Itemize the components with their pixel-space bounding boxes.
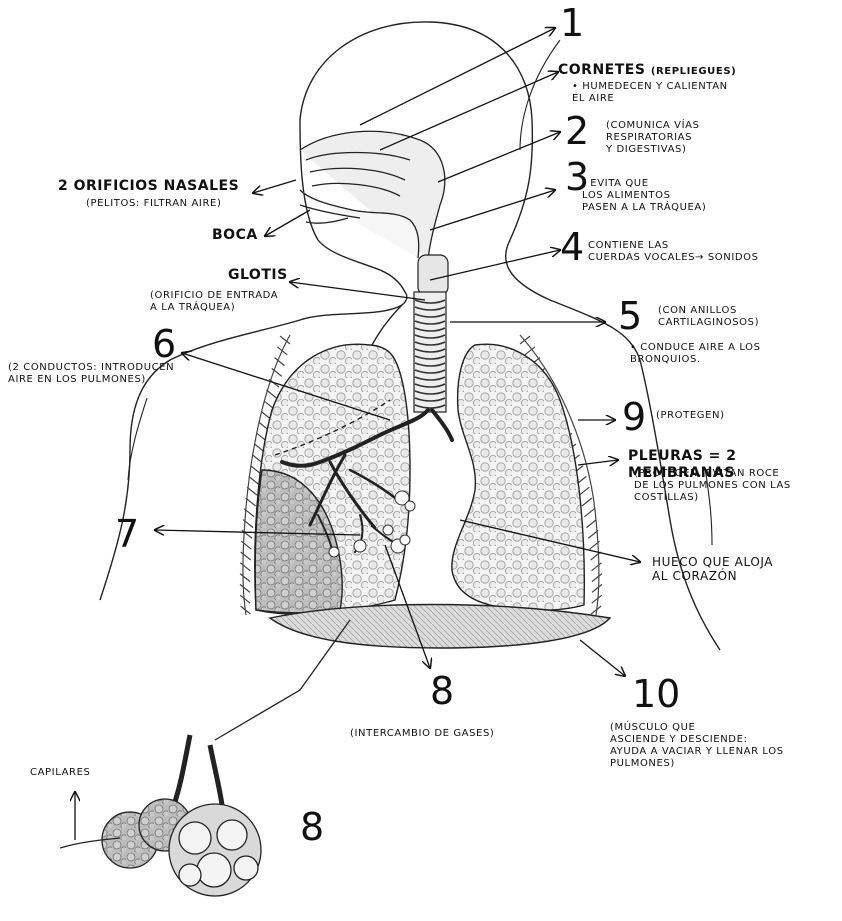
cornetes-description: • HUMEDECEN Y CALIENTAN EL AIRE <box>572 81 728 105</box>
label-number-1: 1 <box>560 4 584 42</box>
label-2-description: (COMUNICA VÍAS RESPIRATORIAS Y DIGESTIVA… <box>606 120 700 156</box>
cornetes-title: CORNETES (REPLIEGUES) <box>558 62 736 79</box>
glotis-title: GLOTIS <box>228 267 288 284</box>
diaphragm <box>270 605 610 649</box>
label-number-4: 4 <box>560 228 584 266</box>
rib-tick <box>586 520 596 528</box>
label-10-description: (MÚSCULO QUE ASCIENDE Y DESCIENDE: AYUDA… <box>610 722 784 770</box>
label-number-8-alveoli: 8 <box>300 808 324 846</box>
rib-tick <box>592 595 602 603</box>
nasales-description: (PELITOS: FILTRAN AIRE) <box>86 198 221 210</box>
label-5-description: (CON ANILLOS CARTILAGINOSOS) <box>658 305 759 329</box>
rib-tick <box>240 563 250 571</box>
rib-tick <box>579 487 589 495</box>
rib-tick <box>592 574 602 582</box>
pleuras-description: (PROTEGEN, EVITAN ROCE DE LOS PULMONES C… <box>634 468 791 504</box>
label-6-description: (2 CONDUCTOS: INTRODUCEN AIRE EN LOS PUL… <box>8 362 174 386</box>
rib-tick <box>592 584 602 592</box>
nasales-title: 2 ORIFICIOS NASALES <box>58 178 239 195</box>
hueco-corazon-label: HUECO QUE ALOJA AL CORAZÓN <box>652 555 773 584</box>
label-4-description: CONTIENE LAS CUERDAS VOCALES→ SONIDOS <box>588 240 759 264</box>
rib-tick <box>241 552 251 560</box>
alveoli-detail <box>60 620 350 896</box>
label-9-description: (PROTEGEN) <box>656 410 725 422</box>
cornetes-subtitle: (REPLIEGUES) <box>651 66 737 77</box>
rib-tick <box>591 563 601 571</box>
rib-tick <box>240 584 250 592</box>
label-number-6: 6 <box>152 325 176 363</box>
glotis-description: (ORIFICIO DE ENTRADA A LA TRÁQUEA) <box>150 290 278 314</box>
label-number-2: 2 <box>565 112 589 150</box>
label-3-description: ( EVITA QUE LOS ALIMENTOS PASEN A LA TRÁ… <box>582 178 706 214</box>
label-number-7: 7 <box>115 515 139 553</box>
label-number-9: 9 <box>622 398 646 436</box>
trachea <box>414 255 448 412</box>
label-number-8: 8 <box>430 672 454 710</box>
capilares-label: CAPILARES <box>30 767 90 779</box>
rib-tick <box>240 595 250 603</box>
rib-tick <box>247 487 257 495</box>
label-number-5: 5 <box>618 297 642 335</box>
rib-tick <box>582 498 592 506</box>
boca-label: BOCA <box>212 227 258 244</box>
rib-tick <box>240 574 250 582</box>
rib-tick <box>250 466 260 474</box>
label-number-10: 10 <box>632 675 680 713</box>
label-8-description: (INTERCAMBIO DE GASES) <box>350 728 494 740</box>
nasal-cavity <box>300 131 445 260</box>
right-lung <box>452 344 584 610</box>
label-5-function: • CONDUCE AIRE A LOS BRONQUIOS. <box>630 342 761 366</box>
rib-tick <box>277 347 287 355</box>
rib-tick <box>249 476 259 484</box>
rib-tick <box>266 390 276 398</box>
rib-tick <box>584 509 594 517</box>
